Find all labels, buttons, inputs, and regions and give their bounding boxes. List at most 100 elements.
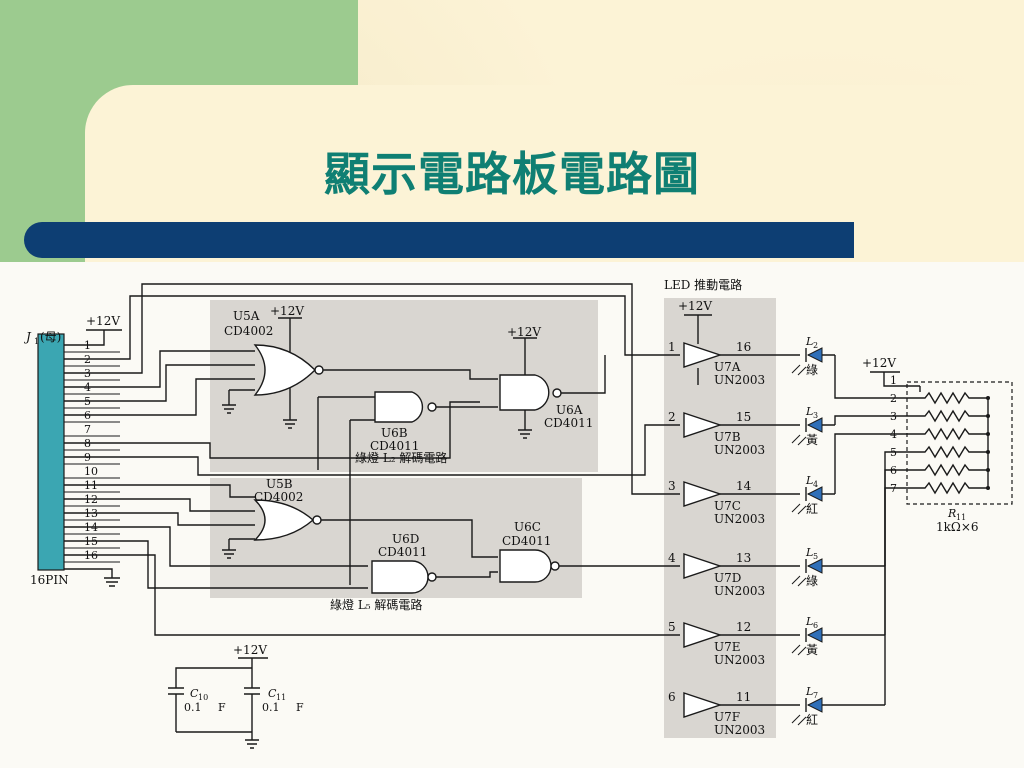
connector-pin-label: 10 (84, 465, 98, 478)
led-color: 黃 (806, 433, 818, 447)
buffer-name: U7D (714, 571, 741, 585)
led-to-resistor-wire (834, 415, 907, 425)
buffer-gate (683, 481, 723, 507)
u6d-part: CD4011 (378, 545, 427, 559)
u6a-part: CD4011 (544, 416, 593, 430)
buffer-in-pin: 6 (668, 690, 676, 704)
u6c-name: U6C (514, 520, 541, 534)
led-sub: 7 (813, 691, 818, 700)
rnet-pin: 6 (890, 464, 897, 477)
rnet-value: 1kΩ×6 (936, 520, 979, 534)
buffer-out-pin: 11 (736, 690, 751, 704)
led-label: L (805, 474, 813, 487)
buffer-in-pin: 4 (668, 551, 676, 565)
rnet-pin: 4 (890, 428, 897, 441)
buffer-part: UN2003 (714, 443, 765, 457)
led-light-icon (791, 364, 807, 376)
led-icon (806, 417, 823, 433)
led-color: 紅 (806, 502, 818, 516)
u6b-gate (374, 391, 424, 423)
buffer-gate (683, 553, 723, 579)
buffer-gate (683, 692, 723, 718)
u5b-name: U5B (266, 477, 293, 491)
c10-unit: F (218, 701, 226, 714)
top-caption: 綠燈 L₂ 解碼電路 (355, 450, 447, 465)
c11-sub: 11 (276, 693, 286, 702)
slide-title: 顯示電路板電路圖 (324, 147, 700, 201)
u6d-name: U6D (392, 532, 419, 546)
led-icon (806, 627, 823, 643)
led-label: L (805, 546, 813, 559)
u6a-vcc: +12V (507, 325, 541, 339)
led-sub: 4 (813, 480, 818, 489)
buffer-name: U7E (714, 640, 741, 654)
driver-shade (664, 298, 776, 738)
buffer-gate (683, 342, 723, 368)
c11-unit: F (296, 701, 304, 714)
connector-vcc: +12V (86, 314, 120, 328)
buffer-gate (683, 622, 723, 648)
buffer-name: U7B (714, 430, 741, 444)
rnet-vcc: +12V (862, 356, 896, 370)
buffer-name: U7F (714, 710, 740, 724)
buffer-name: U7A (714, 360, 741, 374)
u5a-name: U5A (233, 309, 260, 323)
led-color: 綠 (806, 574, 818, 588)
rnet-resistor (907, 391, 988, 405)
buffer-out-pin: 15 (736, 410, 751, 424)
led-icon (806, 486, 823, 502)
led-icon (806, 347, 823, 363)
led-label: L (805, 335, 813, 348)
buffer-part: UN2003 (714, 512, 765, 526)
led-light-icon (791, 575, 807, 587)
rnet-resistor (907, 427, 988, 441)
rnet-pin: 1 (890, 374, 897, 387)
led-to-resistor-wire (884, 487, 907, 705)
rnet-resistor (907, 409, 988, 423)
connector-bottom-label: 16PIN (30, 573, 69, 587)
buffer-gate (683, 412, 723, 438)
vcc-wire (64, 329, 122, 346)
c11-value: 0.1 (262, 701, 280, 714)
led-light-icon (791, 714, 807, 726)
led-color: 紅 (806, 713, 818, 727)
buffer-out-pin: 12 (736, 620, 751, 634)
buffer-part: UN2003 (714, 584, 765, 598)
driver-title: LED 推動電路 (664, 277, 742, 292)
rnet-resistor (907, 445, 988, 459)
buffer-in-pin: 3 (668, 479, 676, 493)
rnet-name: R (947, 507, 956, 520)
u6c-part: CD4011 (502, 534, 551, 548)
buffer-out-pin: 13 (736, 551, 751, 565)
buffer-name: U7C (714, 499, 741, 513)
rnet-pin: 2 (890, 392, 897, 405)
led-light-icon (791, 503, 807, 515)
rnet-pin: 5 (890, 446, 897, 459)
rnet-pin: 3 (890, 410, 897, 423)
buffer-in-pin: 2 (668, 410, 676, 424)
buffer-part: UN2003 (714, 723, 765, 737)
led-icon (806, 558, 823, 574)
buffer-part: UN2003 (714, 373, 765, 387)
buffer-out-pin: 14 (736, 479, 752, 493)
led-label: L (805, 615, 813, 628)
u5a-gate (253, 344, 316, 396)
led-to-resistor-wire (834, 355, 907, 399)
connector-suffix: (母) (40, 330, 61, 344)
u5a-part: CD4002 (224, 324, 273, 338)
led-color: 黃 (806, 643, 818, 657)
u5b-gate (253, 499, 315, 541)
c11-name: C (268, 687, 277, 700)
rnet-resistor (907, 463, 988, 477)
u5b-part: CD4002 (254, 490, 303, 504)
rnet-sub: 11 (956, 513, 966, 522)
u6a-name: U6A (556, 403, 583, 417)
u6d-gate (371, 560, 429, 594)
connector-sub: 1 (34, 337, 39, 346)
